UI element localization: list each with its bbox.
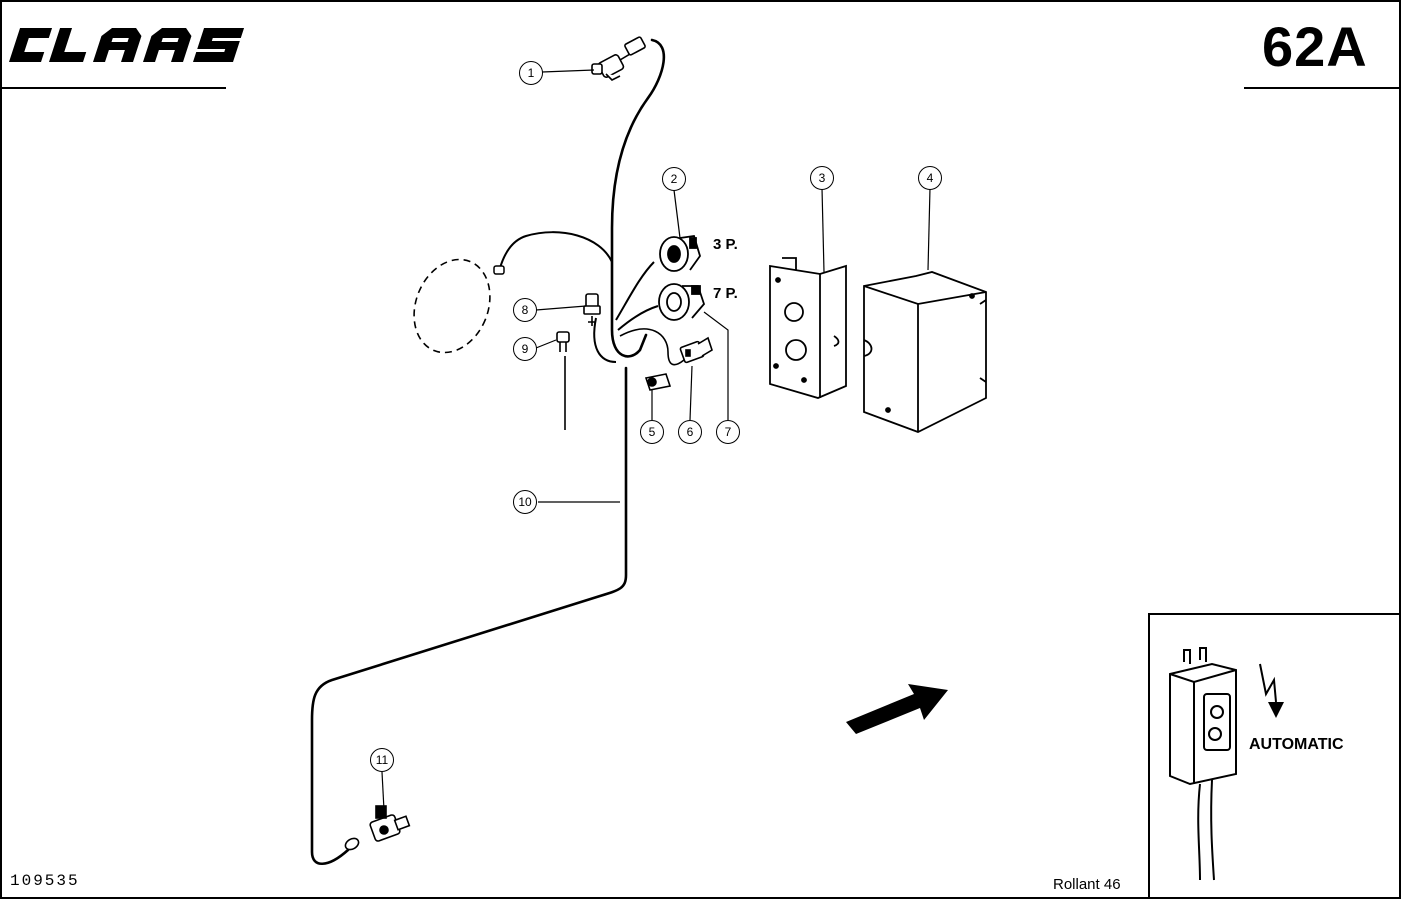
callout-7: 7 (716, 420, 740, 444)
page-number: 62A (1262, 15, 1368, 78)
drawing-number: 109535 (10, 872, 80, 890)
callout-9: 9 (513, 337, 537, 361)
lamp-cable (499, 231, 613, 269)
callout-3: 3 (810, 166, 834, 190)
top-connector-part (591, 36, 646, 81)
automatic-control-box (1169, 647, 1237, 881)
callout-2: 2 (662, 167, 686, 191)
callout-5: 5 (640, 420, 664, 444)
cable-clip-part (644, 373, 672, 391)
leader-lines (381, 69, 931, 811)
main-cable (310, 38, 666, 866)
toggle-switch-part (679, 336, 713, 364)
sensor-part (344, 805, 411, 851)
socket-7pin-part (658, 283, 706, 321)
lamp-connector (493, 265, 505, 275)
callout-6: 6 (678, 420, 702, 444)
branch-7p (617, 305, 659, 331)
callout-8: 8 (513, 298, 537, 322)
branch-switch (619, 328, 685, 366)
socket-3pin-part (659, 234, 701, 272)
connector-7pin-label: 7 P. (713, 285, 738, 302)
switch-lead (593, 317, 617, 363)
lightning-arrow-head (1268, 702, 1284, 718)
automatic-label: AUTOMATIC (1249, 736, 1344, 753)
bolt-part (556, 331, 570, 430)
callout-10: 10 (513, 490, 537, 514)
brand-logo (9, 28, 245, 62)
cover-box-part (863, 271, 987, 433)
callout-1: 1 (519, 61, 543, 85)
callout-11: 11 (370, 748, 394, 772)
callout-4: 4 (918, 166, 942, 190)
lamp-outline (413, 258, 491, 354)
mounting-bracket-part (769, 257, 847, 399)
connector-3pin-label: 3 P. (713, 236, 738, 253)
model-label: Rollant 46 (1053, 876, 1121, 893)
lightning-arrow-icon (1259, 663, 1277, 703)
direction-arrow-icon (846, 684, 948, 734)
branch-3p (615, 261, 655, 321)
fitting-part-8 (583, 293, 601, 326)
